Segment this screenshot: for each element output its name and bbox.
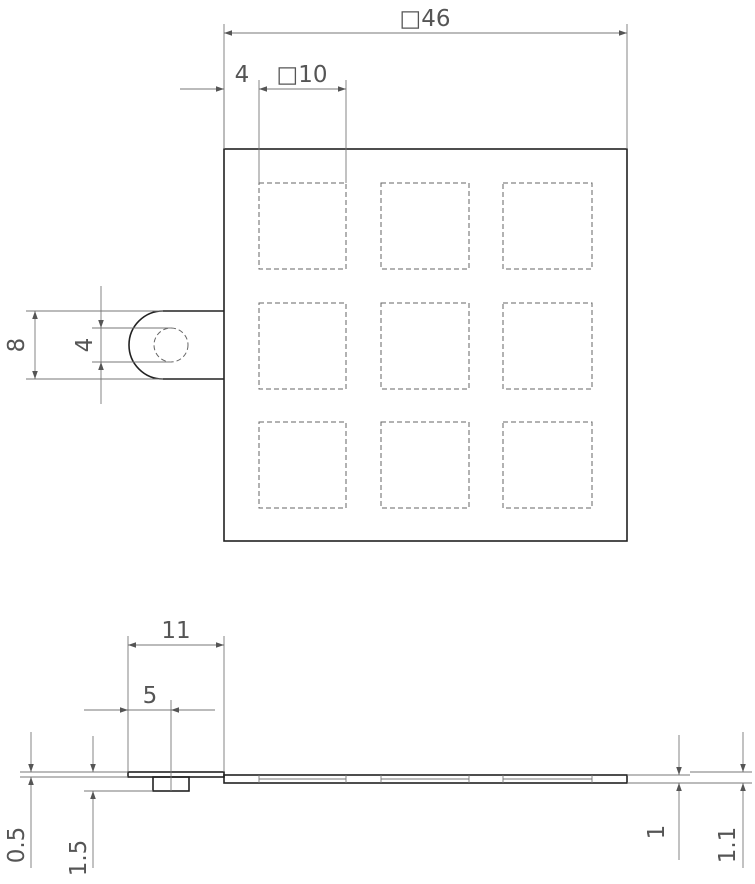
pad (258, 421, 347, 509)
pad (380, 421, 470, 509)
pad (380, 182, 470, 270)
total-thickness-label: 1.1 (715, 827, 741, 864)
pad (258, 302, 347, 390)
pad-size-label: □10 (277, 62, 328, 88)
side-view: 11 5 0.5 1.5 (4, 618, 752, 876)
tab-length-dimension: 11 (127, 618, 225, 772)
hole-offset-label: 5 (143, 683, 158, 709)
pad (502, 302, 593, 390)
tab-thickness-dimension: 0.5 (4, 732, 128, 868)
hole-diameter-label: 4 (72, 338, 98, 353)
mounting-hole (153, 327, 189, 363)
side-main-plate (223, 774, 628, 784)
pad-size-dimension: 4 □10 (180, 62, 347, 183)
tab-width-label: 8 (4, 338, 30, 353)
total-thickness-dimension: 1.1 (690, 732, 752, 868)
plate-thickness-dimension: 1 (627, 735, 690, 860)
post-height-dimension: 1.5 (66, 736, 153, 876)
tab-width-dimension: 8 (4, 310, 163, 380)
pad (502, 421, 593, 509)
hole-offset-dimension: 5 (84, 683, 215, 791)
main-plate (223, 148, 628, 542)
pad (502, 182, 593, 270)
tab-length-label: 11 (161, 618, 190, 644)
plate-thickness-label: 1 (644, 825, 670, 840)
overall-size-dimension: □46 (223, 6, 628, 149)
pad (258, 182, 347, 270)
pad-grid (258, 182, 593, 509)
mounting-tab (128, 310, 224, 380)
top-view: □46 4 □10 8 4 (4, 6, 628, 542)
pad (380, 302, 470, 390)
hole-diameter-dimension: 4 (72, 286, 171, 404)
tab-offset-label: 4 (235, 62, 250, 88)
post-height-label: 1.5 (66, 840, 92, 877)
tab-thickness-label: 0.5 (4, 827, 30, 864)
overall-size-label: □46 (400, 6, 451, 32)
